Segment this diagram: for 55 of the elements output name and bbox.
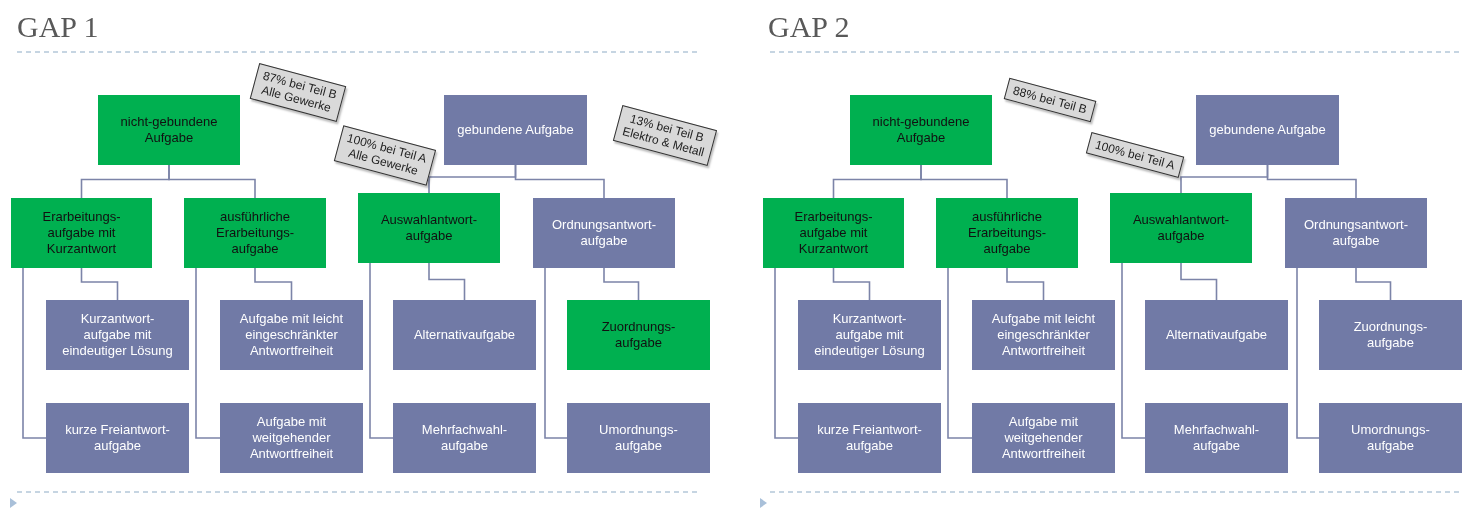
task-box: Aufgabe mit leicht eingeschränkter Antwortfreiheit	[972, 300, 1115, 370]
task-box: Kurzantwort- aufgabe mit eindeutiger Lösung	[798, 300, 941, 370]
task-box: gebundene Aufgabe	[444, 95, 587, 165]
task-box: nicht-gebundene Aufgabe	[98, 95, 240, 165]
panel-title: GAP 2	[768, 10, 850, 44]
connector-line	[428, 262, 466, 301]
task-box: Erarbeitungs- aufgabe mit Kurzantwort	[11, 198, 152, 268]
connector-line	[774, 267, 799, 439]
task-box: Zuordnungs- aufgabe	[567, 300, 710, 370]
percentage-tag: 100% bei Teil A Alle Gewerke	[333, 124, 436, 186]
connector-line	[514, 164, 605, 199]
task-box: Alternativaufgabe	[393, 300, 536, 370]
percentage-tag: 100% bei Teil A	[1085, 132, 1185, 179]
connector-line	[254, 267, 293, 301]
connector-line	[80, 267, 119, 301]
connector-line	[920, 164, 1008, 199]
panel-title: GAP 1	[17, 10, 99, 44]
connector-line	[369, 262, 394, 439]
task-box: gebundene Aufgabe	[1196, 95, 1339, 165]
connector-line	[1296, 267, 1320, 439]
task-box: Ordnungsantwort- aufgabe	[533, 198, 675, 268]
connector-line	[168, 164, 256, 199]
connector-line	[544, 267, 568, 439]
connector-line	[195, 267, 221, 439]
task-box: Auswahlantwort- aufgabe	[1110, 193, 1252, 263]
percentage-tag: 88% bei Teil B	[1003, 77, 1097, 123]
task-box: Alternativaufgabe	[1145, 300, 1288, 370]
task-box: kurze Freiantwort- aufgabe	[46, 403, 189, 473]
task-box: Mehrfachwahl- aufgabe	[393, 403, 536, 473]
connector-line	[1266, 164, 1357, 199]
connector-line	[603, 267, 640, 301]
task-box: Aufgabe mit weitgehender Antwortfreiheit	[972, 403, 1115, 473]
task-box: Umordnungs- aufgabe	[567, 403, 710, 473]
task-box: Aufgabe mit leicht eingeschränkter Antwortfreiheit	[220, 300, 363, 370]
connector-line	[832, 267, 871, 301]
connector-line	[1355, 267, 1392, 301]
task-box: nicht-gebundene Aufgabe	[850, 95, 992, 165]
task-box: Auswahlantwort- aufgabe	[358, 193, 500, 263]
percentage-tag: 87% bei Teil B Alle Gewerke	[249, 62, 347, 122]
connector-line	[22, 267, 47, 439]
task-box: Erarbeitungs- aufgabe mit Kurzantwort	[763, 198, 904, 268]
connector-line	[1121, 262, 1146, 439]
connector-line	[1180, 262, 1218, 301]
percentage-tag: 13% bei Teil B Elektro & Metall	[612, 104, 718, 166]
task-box: ausführliche Erarbeitungs- aufgabe	[184, 198, 326, 268]
task-box: Zuordnungs- aufgabe	[1319, 300, 1462, 370]
task-box: Umordnungs- aufgabe	[1319, 403, 1462, 473]
task-box: Aufgabe mit weitgehender Antwortfreiheit	[220, 403, 363, 473]
connector-line	[947, 267, 973, 439]
task-box: ausführliche Erarbeitungs- aufgabe	[936, 198, 1078, 268]
task-box: Ordnungsantwort- aufgabe	[1285, 198, 1427, 268]
task-box: Mehrfachwahl- aufgabe	[1145, 403, 1288, 473]
connector-line	[1006, 267, 1045, 301]
task-box: kurze Freiantwort- aufgabe	[798, 403, 941, 473]
task-box: Kurzantwort- aufgabe mit eindeutiger Lösung	[46, 300, 189, 370]
